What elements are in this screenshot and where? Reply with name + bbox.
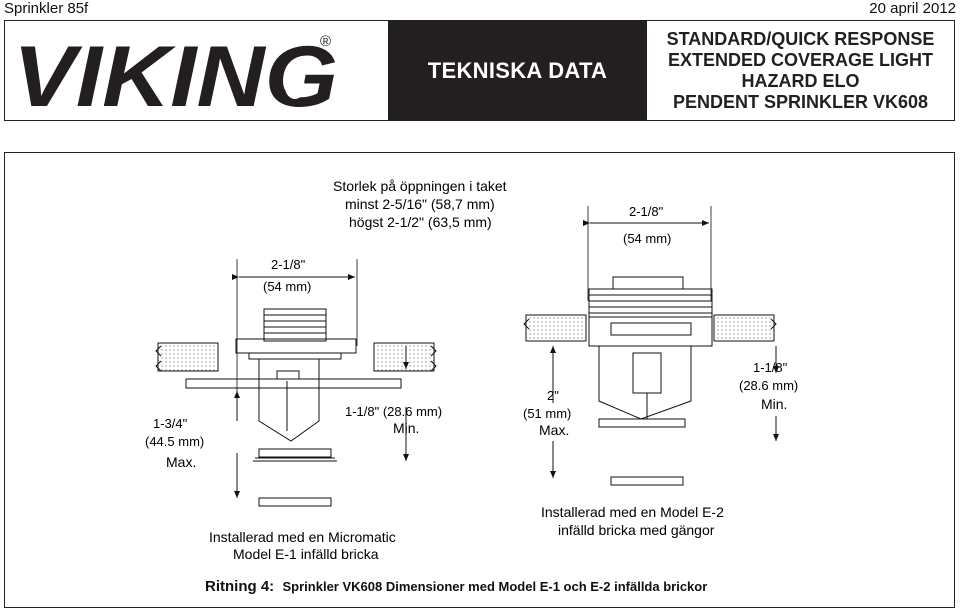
right-max-dim-mm: (51 mm) [523,406,571,421]
right-min-dim: 1-1/8" [753,360,788,375]
left-top-dim: 2-1/8" [271,257,306,272]
left-side-min: Min. [393,420,419,436]
right-top-dim: 2-1/8" [629,204,664,219]
right-max-dim: 2" [547,388,559,403]
brand-logo-text: VIKING [13,29,338,120]
spec-line: HAZARD ELO [741,70,860,91]
left-caption-line: Model E-1 infälld bricka [233,546,379,562]
water-drop-icon [285,65,305,99]
dimension-drawing: Storlek på öppningen i taket minst 2-5/1… [145,178,798,562]
opening-note-line: högst 2-1/2" (63,5 mm) [349,214,492,230]
right-min-label: Min. [761,396,787,412]
right-min-dim-mm: (28.6 mm) [739,378,798,393]
spec-line: PENDENT SPRINKLER VK608 [672,91,929,112]
figure-caption: Ritning 4: Sprinkler VK608 Dimensioner m… [205,578,707,595]
right-sprinkler-assembly [523,206,779,486]
opening-note-line: Storlek på öppningen i taket [333,178,507,194]
technical-drawing: Storlek på öppningen i taket minst 2-5/1… [4,152,955,608]
document-id: Sprinkler 85f [4,0,89,17]
spec-line: EXTENDED COVERAGE LIGHT [667,49,934,70]
left-sprinkler-assembly [155,259,437,507]
viking-logo: VIKING ® [5,21,388,125]
right-max-label: Max. [539,422,569,438]
left-bottom-max: Max. [166,454,196,470]
banner-title: TEKNISKA DATA [388,21,647,120]
right-caption-line: infälld bricka med gängor [558,522,715,538]
opening-note-line: minst 2-5/16" (58,7 mm) [345,196,495,212]
spec-title: STANDARD/QUICK RESPONSE EXTENDED COVERAG… [647,21,954,120]
registered-mark: ® [320,33,331,50]
spec-line: STANDARD/QUICK RESPONSE [666,28,935,49]
figure-caption-label: Ritning 4: [205,578,275,595]
left-bottom-dim: 1-3/4" [153,416,188,431]
left-bottom-dim-mm: (44.5 mm) [145,434,204,449]
right-caption-line: Installerad med en Model E-2 [541,504,724,520]
left-caption-line: Installerad med en Micromatic [209,529,396,545]
header-box: VIKING ® TEKNISKA DATA STANDARD/QUICK RE… [4,20,955,125]
left-top-dim-mm: (54 mm) [263,279,311,294]
right-top-dim-mm: (54 mm) [623,231,671,246]
left-side-dim: 1-1/8" (28.6 mm) [345,404,442,419]
figure-caption-text: Sprinkler VK608 Dimensioner med Model E-… [282,579,708,594]
document-date: 20 april 2012 [869,0,956,17]
